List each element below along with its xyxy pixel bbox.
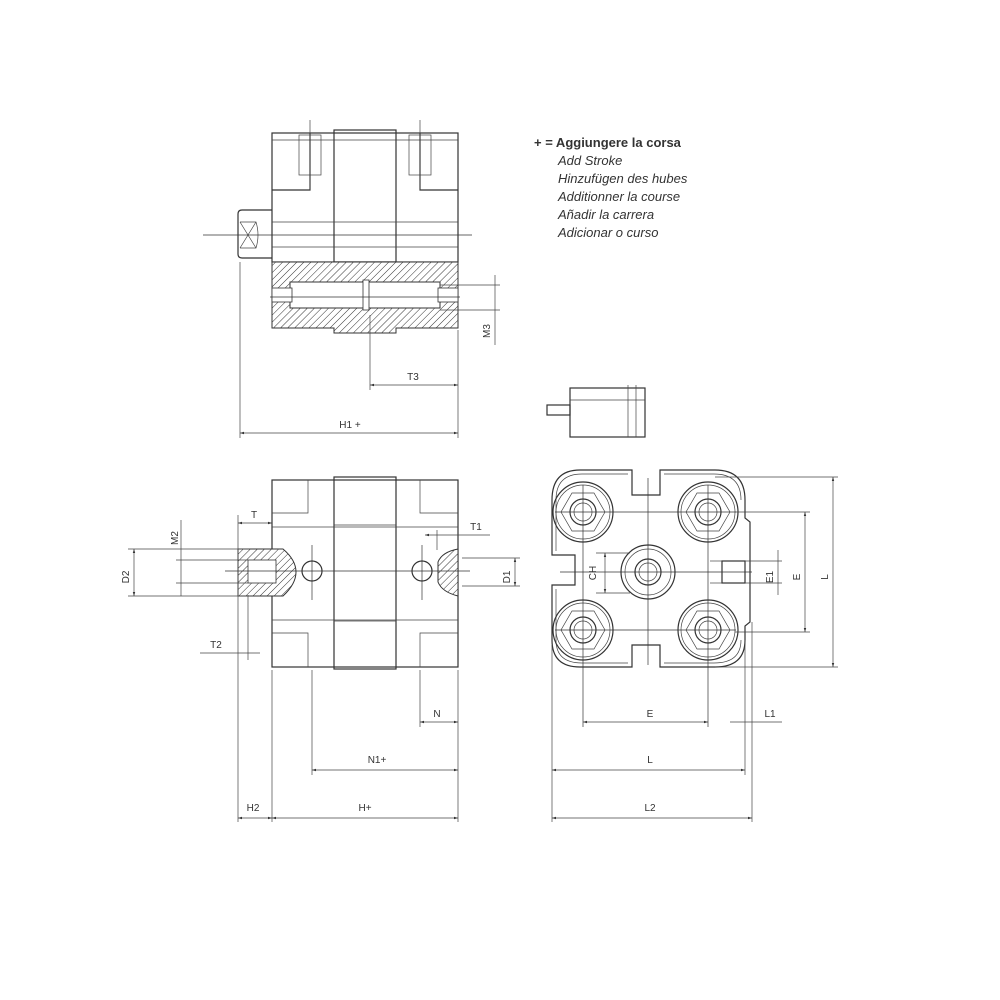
dim-m3: M3 — [482, 324, 493, 338]
legend-translation: Add Stroke — [558, 153, 623, 168]
dim-l1: L1 — [764, 709, 776, 720]
dim-l-horizontal: L — [647, 755, 653, 766]
dim-l-vertical: L — [820, 574, 831, 580]
legend-translation: Añadir la carrera — [558, 207, 655, 222]
dim-t3: T3 — [407, 372, 419, 383]
top-section-view: T3 H1 + M3 — [203, 120, 500, 438]
dim-e1: E1 — [765, 570, 776, 583]
dim-t2: T2 — [210, 640, 222, 651]
mini-side-view — [546, 385, 646, 438]
dim-t: T — [251, 510, 257, 521]
dim-n: N — [433, 709, 440, 720]
side-view: T T1 D2 M2 D1 T2 N N1+ H2 H+ — [121, 476, 520, 822]
dim-h1: H1 + — [339, 420, 361, 431]
dim-d1: D1 — [502, 570, 513, 583]
legend-translation: Hinzufügen des hubes — [558, 171, 688, 186]
dim-e-horizontal: E — [647, 709, 654, 720]
dim-ch: CH — [588, 566, 599, 580]
dim-h2: H2 — [247, 803, 260, 814]
legend-main: + = Aggiungere la corsa — [534, 135, 681, 150]
dim-h: H+ — [358, 803, 371, 814]
dim-d2: D2 — [121, 570, 132, 583]
rod-end — [237, 209, 272, 259]
stroke-legend: + = Aggiungere la corsa Add Stroke Hinzu… — [534, 134, 687, 242]
end-view: CH E1 E L E L1 L L2 — [551, 469, 838, 822]
dim-l2: L2 — [644, 803, 656, 814]
dim-e-vertical: E — [792, 573, 803, 580]
dim-t1: T1 — [470, 522, 482, 533]
port-fitting-right — [437, 548, 459, 597]
dim-n1: N1+ — [368, 755, 387, 766]
legend-translation: Additionner la course — [558, 189, 681, 204]
legend-translation: Adicionar o curso — [558, 225, 659, 240]
dim-m2: M2 — [170, 531, 181, 545]
